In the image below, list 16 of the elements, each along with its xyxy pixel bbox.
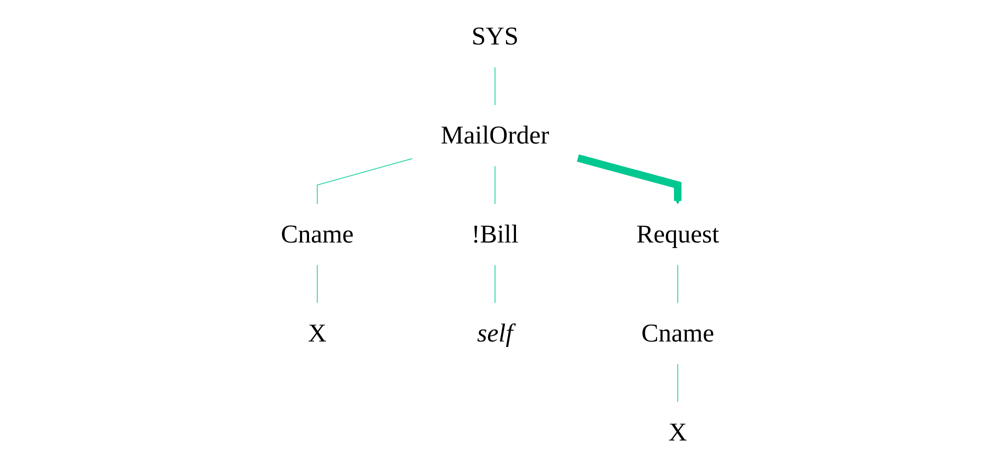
connector <box>677 264 678 304</box>
node-text: X <box>668 418 688 446</box>
node-text: X <box>308 319 327 348</box>
node-text: SYS <box>471 22 519 51</box>
node-text: Request <box>636 220 720 248</box>
connector <box>494 166 496 204</box>
node-text: Cname <box>641 319 714 348</box>
connector <box>316 158 412 204</box>
arrow <box>576 154 682 204</box>
connector <box>316 264 318 304</box>
connector <box>494 264 496 304</box>
connector <box>677 364 678 402</box>
connector <box>494 66 496 106</box>
node-text: MailOrder <box>440 122 550 150</box>
node-text: Cname <box>280 220 354 248</box>
node-text: !Bill <box>471 220 519 248</box>
